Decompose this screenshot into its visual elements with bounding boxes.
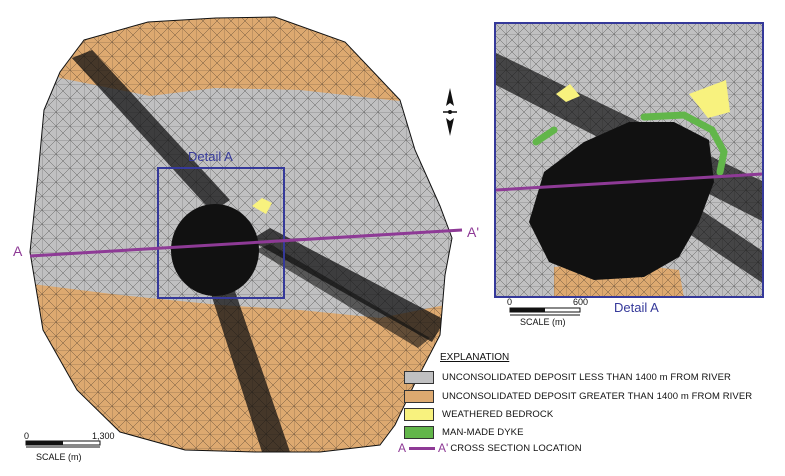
detail-scale-value: 600 bbox=[573, 297, 589, 307]
bedrock-patch bbox=[252, 198, 272, 214]
legend-item-far-river: UNCONSOLIDATED DEPOSIT GREATER THAN 1400… bbox=[404, 389, 752, 403]
inset-frame bbox=[494, 22, 764, 298]
legend-label: UNCONSOLIDATED DEPOSIT GREATER THAN 1400… bbox=[442, 390, 753, 402]
detail-inset-map bbox=[494, 22, 764, 298]
inset-dense-core bbox=[529, 122, 714, 280]
legend-section-label: CROSS SECTION LOCATION bbox=[450, 442, 582, 454]
legend-swatch bbox=[404, 407, 434, 421]
domain-outline bbox=[29, 16, 453, 453]
detail-inset-label: Detail A bbox=[614, 300, 659, 315]
legend-item-near-river: UNCONSOLIDATED DEPOSIT LESS THAN 1400 m … bbox=[404, 370, 731, 384]
legend-item-dyke: MAN-MADE DYKE bbox=[404, 425, 524, 439]
main-scale-zero: 0 bbox=[24, 431, 30, 441]
legend-item-bedrock: WEATHERED BEDROCK bbox=[404, 407, 553, 421]
inset-bedrock-patch bbox=[689, 80, 730, 118]
river-corridor-s bbox=[200, 260, 290, 452]
detail-scale-unit: SCALE (m) bbox=[520, 317, 566, 327]
detail-scale-bar bbox=[509, 307, 581, 316]
main-scale-unit: SCALE (m) bbox=[36, 452, 82, 462]
detail-scale-zero: 0 bbox=[507, 297, 513, 307]
dense-mesh-core bbox=[171, 204, 259, 296]
detail-a-box bbox=[157, 167, 285, 299]
detail-a-label: Detail A bbox=[188, 149, 233, 164]
legend-title: EXPLANATION bbox=[440, 352, 510, 363]
main-scale-value: 1,300 bbox=[92, 431, 115, 441]
section-start-label: A bbox=[13, 243, 23, 259]
main-scale-bar bbox=[25, 440, 101, 448]
inset-dyke bbox=[532, 111, 728, 176]
river-corridor-nw bbox=[72, 50, 230, 212]
inset-cross-section-line bbox=[495, 172, 763, 192]
legend-section-line bbox=[409, 446, 436, 450]
legend-swatch bbox=[404, 370, 434, 384]
river-corridor-se bbox=[250, 228, 445, 342]
north-arrow-icon bbox=[443, 88, 457, 136]
main-mesh-map bbox=[25, 16, 463, 453]
legend-label: WEATHERED BEDROCK bbox=[442, 408, 554, 420]
cross-section-line bbox=[29, 228, 463, 258]
inset-bedrock-patch bbox=[556, 84, 580, 102]
legend-section-end: A' bbox=[438, 441, 449, 455]
section-end-label: A' bbox=[467, 224, 480, 240]
mesh-domain bbox=[30, 17, 452, 452]
legend-label: MAN-MADE DYKE bbox=[442, 426, 524, 438]
river-corridor-e bbox=[255, 244, 430, 348]
legend-swatch bbox=[404, 389, 434, 403]
legend-swatch bbox=[404, 425, 434, 439]
legend-label: UNCONSOLIDATED DEPOSIT LESS THAN 1400 m … bbox=[442, 371, 732, 383]
legend-item-section: A A' CROSS SECTION LOCATION bbox=[398, 441, 582, 455]
legend-section-start: A bbox=[398, 441, 407, 455]
